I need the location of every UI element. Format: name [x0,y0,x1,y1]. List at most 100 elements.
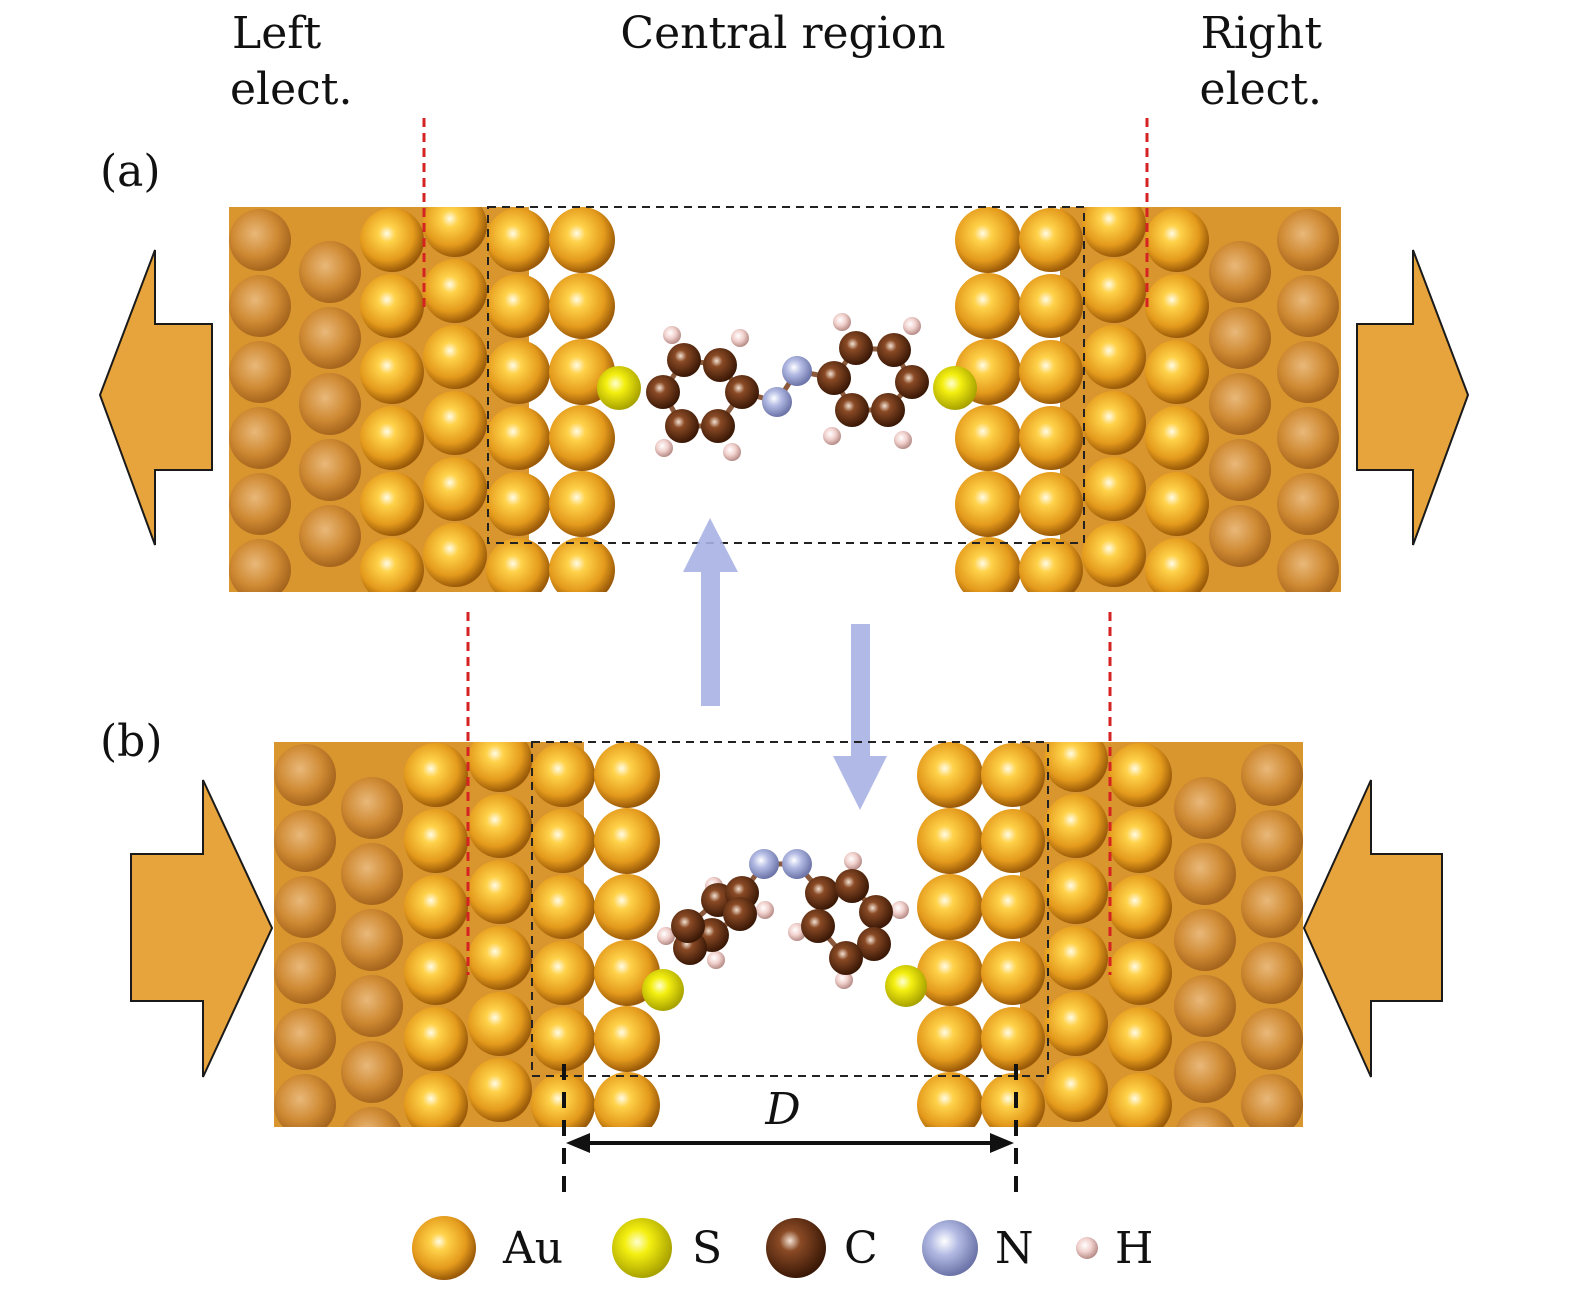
nitrogen-atom [782,849,812,879]
gold-atom [1145,472,1209,536]
gold-atom [955,207,1021,273]
gold-atom [468,992,532,1056]
distance-label: D [764,1084,800,1135]
gold-atom [468,860,532,924]
gold-atom [549,273,615,339]
hydrogen-atom [833,313,851,331]
gold-atom [299,307,361,369]
gold-atom [1209,439,1271,501]
gold-atom [1082,207,1146,257]
gold-atom [343,1107,401,1127]
legend-h-label: H [1115,1223,1153,1274]
gold-atom [1277,275,1339,337]
gold-atom [404,1073,468,1127]
hydrogen-atom [844,852,862,870]
gold-atom [1174,975,1236,1037]
gold-atom [1209,241,1271,303]
gold-atom [341,975,403,1037]
gold-atom [531,809,595,873]
distance-annotation: D [562,1064,1018,1192]
panel-b [130,612,1443,1127]
hydrogen-atom [903,317,921,335]
gold-atom [1019,406,1083,470]
gold-atom [274,876,336,938]
gold-atom [423,523,487,587]
gold-atom [1044,794,1108,858]
legend-s-swatch [612,1218,672,1278]
gold-atom [423,259,487,323]
hydrogen-atom [707,951,725,969]
gold-atom [1241,942,1303,1004]
gold-atom [917,1072,983,1127]
gold-atom [955,273,1021,339]
carbon-atom [829,941,863,975]
right-electrode-label-line2: elect. [1200,64,1322,115]
gold-atom [341,909,403,971]
gold-atom [594,1072,660,1127]
carbon-atom [835,869,869,903]
gold-atom [341,777,403,839]
gold-atom [1019,208,1083,272]
gold-atom [1277,539,1339,592]
left-electrode-label-line2: elect. [230,64,352,115]
gold-atom [549,405,615,471]
gold-atom [486,208,550,272]
hydrogen-atom [823,427,841,445]
panel-b-central-box [531,741,1049,1077]
gold-atom [341,843,403,905]
distance-arrowhead-left [566,1133,590,1153]
sulfur-atom [642,969,684,1011]
gold-atom [1174,909,1236,971]
gold-atom [1082,325,1146,389]
sulfur-atom [597,366,641,410]
gold-atom [404,941,468,1005]
gold-atom [274,744,336,806]
gold-atom [1044,1058,1108,1122]
gold-atom [1241,1074,1303,1127]
legend-n-label: N [995,1223,1034,1274]
gold-atom [404,743,468,807]
gold-atom [1108,1007,1172,1071]
carbon-atom [701,409,735,443]
gold-atom [531,1007,595,1071]
nitrogen-atom [762,387,792,417]
carbon-atom [805,876,839,910]
gold-atom [274,810,336,872]
legend-au-swatch [412,1216,476,1280]
gold-atom [360,538,424,592]
nitrogen-atom [749,849,779,879]
gold-atom [360,274,424,338]
gold-atom [549,537,615,592]
carbon-atom [665,409,699,443]
gold-atom [274,1008,336,1070]
hydrogen-atom [756,901,774,919]
legend-n-swatch [922,1220,978,1276]
gold-atom [1044,992,1108,1056]
gold-atom [1145,208,1209,272]
gold-atom [1209,505,1271,567]
panel-b-label: (b) [100,716,163,767]
gold-atom [1019,274,1083,338]
legend-s-label: S [692,1223,722,1274]
gold-atom [981,743,1045,807]
gold-atom [468,926,532,990]
panel-b-molecule [642,849,927,1011]
gold-atom [594,742,660,808]
hydrogen-atom [655,439,673,457]
gold-atom [531,941,595,1005]
carbon-atom [817,361,851,395]
hydrogen-atom [894,431,912,449]
gold-atom [917,742,983,808]
gold-atom [1082,259,1146,323]
gold-atom [955,537,1021,592]
carbon-atom [877,333,911,367]
gold-atom [981,941,1045,1005]
gold-atom [1174,843,1236,905]
gold-atom [1108,743,1172,807]
gold-atom [549,471,615,537]
gold-atom [1277,473,1339,535]
gold-atom [981,809,1045,873]
gold-atom [341,1041,403,1103]
gold-atom [360,208,424,272]
